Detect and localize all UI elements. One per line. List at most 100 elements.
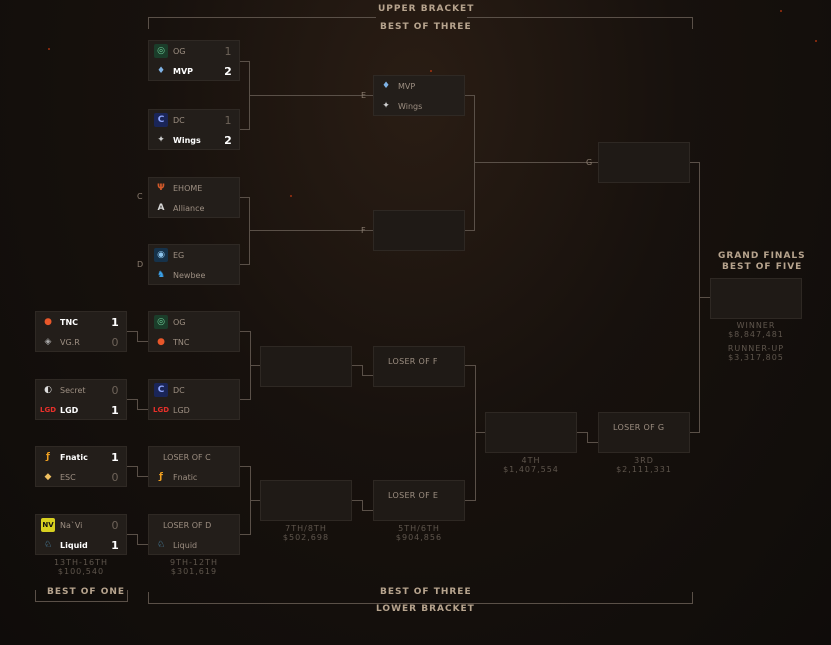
wings-logo-icon: ✦	[157, 135, 165, 145]
ember-particle	[290, 195, 292, 197]
tnc-logo-icon: ●	[44, 317, 52, 327]
prize-4th: 4TH$1,407,554	[503, 456, 559, 474]
team-score: 2	[224, 133, 232, 147]
grand-finals-title: GRAND FINALS	[718, 251, 806, 261]
navi-logo-icon: NV	[41, 518, 55, 532]
upper-match-d[interactable]: ◉EG ♞Newbee	[148, 244, 240, 285]
mvp-logo-icon: ♦	[156, 66, 166, 76]
loser-slot-label: LOSER OF G	[613, 423, 665, 432]
newbee-logo-icon: ♞	[156, 270, 166, 280]
team-name: OG	[173, 46, 186, 56]
loser-slot-label: LOSER OF D	[163, 520, 212, 530]
vgr-logo-icon: ◈	[44, 337, 52, 347]
ember-particle	[48, 48, 50, 50]
team-score: 0	[111, 518, 119, 532]
lower-r5-match-empty[interactable]	[485, 412, 577, 453]
best-of-five-label: BEST OF FIVE	[722, 262, 803, 272]
wings-logo-icon: ✦	[382, 101, 390, 111]
team-score: 1	[111, 450, 119, 464]
team-score: 1	[111, 403, 119, 417]
team-name: Secret	[60, 385, 86, 395]
team-name: Liquid	[60, 540, 88, 550]
loser-slot-label: LOSER OF E	[388, 491, 439, 500]
team-name: Newbee	[173, 270, 206, 280]
alliance-logo-icon: A	[157, 203, 165, 213]
esc-logo-icon: ◆	[44, 472, 52, 482]
team-name: EG	[173, 250, 185, 260]
fnatic-logo-icon: ƒ	[159, 472, 163, 482]
lower-r2-match-1[interactable]: ◎ OG ● TNC	[148, 311, 240, 352]
winner-prize: WINNER$8,847,481	[728, 321, 784, 339]
team-score: 0	[111, 470, 119, 484]
lgd-logo-icon: LGD	[39, 406, 57, 414]
lower-r1-match-3[interactable]: ƒ Fnatic 1 ◆ ESC 0	[35, 446, 127, 487]
match-label-f: F	[361, 226, 367, 235]
liquid-logo-icon: ♘	[156, 540, 166, 550]
lower-r3-match-2-empty[interactable]	[260, 480, 352, 521]
lower-r3-match-1-empty[interactable]	[260, 346, 352, 387]
lower-final[interactable]: LOSER OF G	[598, 412, 690, 453]
prize-5-6: 5TH/6TH$904,856	[395, 524, 443, 542]
team-name: Alliance	[173, 203, 205, 213]
fnatic-logo-icon: ƒ	[46, 452, 50, 462]
team-score: 0	[111, 335, 119, 349]
loser-slot-label: LOSER OF C	[163, 452, 211, 462]
team-name: DC	[173, 115, 185, 125]
lower-r2-match-3[interactable]: LOSER OF C ƒ Fnatic	[148, 446, 240, 487]
team-name: LGD	[60, 405, 79, 415]
team-name: EHOME	[173, 183, 203, 193]
best-of-three-bottom: BEST OF THREE	[380, 587, 472, 597]
team-name: TNC	[173, 337, 190, 347]
team-name: MVP	[398, 81, 416, 91]
upper-match-f-empty[interactable]	[373, 210, 465, 251]
best-of-one-label: BEST OF ONE	[47, 587, 126, 597]
runner-up-prize: RUNNER-UP$3,317,805	[727, 344, 785, 362]
team-name: Wings	[398, 101, 423, 111]
team-score: 1	[111, 538, 119, 552]
tnc-logo-icon: ●	[157, 337, 165, 347]
upper-final-empty[interactable]	[598, 142, 690, 183]
team-name: DC	[173, 385, 185, 395]
match-label-g: G	[586, 158, 593, 167]
team-name: Fnatic	[173, 472, 198, 482]
grand-final-empty[interactable]	[710, 278, 802, 319]
team-name: ESC	[60, 472, 76, 482]
mvp-logo-icon: ♦	[381, 81, 391, 91]
match-label-d: D	[137, 260, 144, 269]
ember-particle	[780, 10, 782, 12]
lower-r4-match-2[interactable]: LOSER OF E	[373, 480, 465, 521]
best-of-three-top: BEST OF THREE	[380, 22, 472, 32]
team-name: LGD	[173, 405, 190, 415]
match-label-e: E	[361, 91, 367, 100]
prize-13-16: 13TH-16TH$100,540	[53, 558, 109, 576]
prize-7-8: 7TH/8TH$502,698	[282, 524, 330, 542]
ehome-logo-icon: Ψ	[157, 183, 165, 193]
team-name: OG	[173, 317, 186, 327]
team-name: MVP	[173, 66, 194, 76]
team-score: 1	[224, 113, 232, 127]
liquid-logo-icon: ♘	[43, 540, 53, 550]
ember-particle	[815, 40, 817, 42]
team-score: 2	[224, 64, 232, 78]
upper-match-c[interactable]: Ψ EHOME A Alliance	[148, 177, 240, 218]
prize-9-12: 9TH-12TH$301,619	[170, 558, 218, 576]
team-score: 0	[111, 383, 119, 397]
lgd-logo-icon: LGD	[152, 406, 170, 414]
loser-slot-label: LOSER OF F	[388, 357, 438, 366]
team-name: VG.R	[60, 337, 80, 347]
og-logo-icon: ◎	[154, 315, 168, 329]
team-name: TNC	[60, 317, 79, 327]
prize-3rd: 3RD$2,111,331	[616, 456, 672, 474]
lower-r2-match-4[interactable]: LOSER OF D ♘Liquid	[148, 514, 240, 555]
upper-bracket-title: UPPER BRACKET	[378, 4, 475, 14]
upper-match-e[interactable]: ♦ MVP ✦ Wings	[373, 75, 465, 116]
team-name: Fnatic	[60, 452, 88, 462]
team-score: 1	[224, 44, 232, 58]
lower-r4-match-1[interactable]: LOSER OF F	[373, 346, 465, 387]
